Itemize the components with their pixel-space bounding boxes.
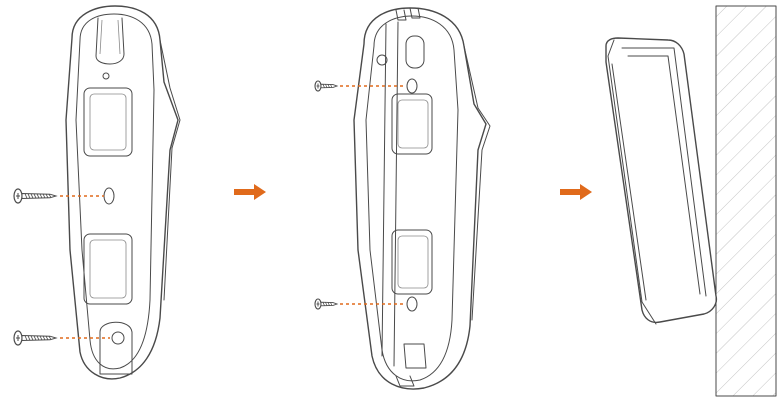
- device-side-profile: [605, 37, 718, 324]
- screw-icon: [314, 298, 338, 310]
- screw-icon: [13, 188, 57, 204]
- backplate-middle-hole: [103, 187, 115, 205]
- plate-upper-hole: [406, 78, 418, 94]
- backplate-outline: [65, 5, 179, 380]
- plate-upper-pad: [391, 93, 433, 155]
- wall-hatch: [716, 6, 776, 396]
- screw-icon: [13, 330, 57, 346]
- plate-upper-slot: [405, 35, 425, 69]
- backplate-inner-rim: [75, 13, 155, 370]
- backplate-upper-pad: [83, 87, 133, 157]
- plate-lower-pad: [391, 229, 433, 295]
- plate-lower-hole: [406, 296, 418, 312]
- step-3-device-on-wall: [605, 5, 777, 397]
- plate-outline: [353, 7, 487, 390]
- step-1-backplate: [13, 5, 181, 380]
- backplate-lower-pad: [83, 233, 133, 305]
- arrow-right-icon: [234, 184, 266, 200]
- step-2-mounted-plate: [314, 7, 491, 390]
- backplate-bottom-boss: [111, 331, 125, 345]
- screw-icon: [314, 80, 338, 92]
- arrow-right-icon: [560, 184, 592, 200]
- backplate-top-hole: [102, 72, 110, 80]
- plate-inner-rim: [365, 15, 459, 382]
